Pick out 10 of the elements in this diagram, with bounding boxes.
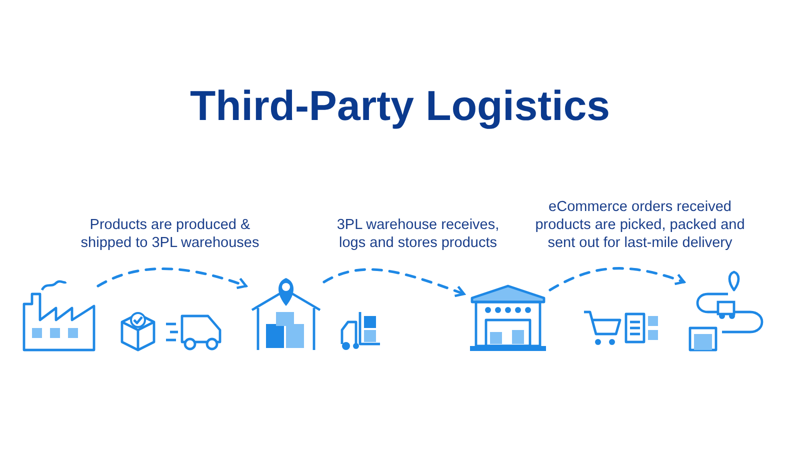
title: Third-Party Logistics [188,82,612,130]
dashed-arrow [322,268,466,298]
dashed-arrow [96,267,248,290]
factory-icon [22,280,96,352]
dashed-arrow [548,267,686,292]
edge-label: eCommerce orders received products are picked, packed and sent out for last-mile delivery [535,198,745,252]
warehouse-pin-icon [250,276,322,352]
edge-label: 3PL warehouse receives, logs and stores products [336,216,500,252]
edge-label: Products are produced & shipped to 3PL warehouses [80,216,260,252]
warehouse-building-icon [468,284,548,352]
